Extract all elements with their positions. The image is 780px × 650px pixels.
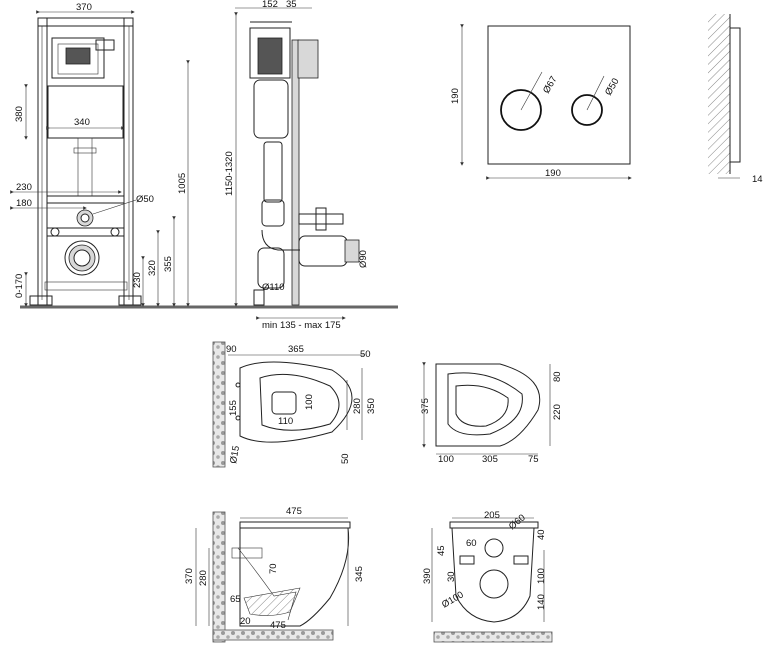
dim-seat-75: 75	[528, 454, 539, 465]
dim-btn-small: Ø50	[603, 76, 622, 97]
dim-plate-width: 190	[545, 168, 561, 179]
dim-pipe-d50: Ø50	[136, 194, 154, 205]
dim-h1005: 1005	[177, 173, 188, 194]
dim-back-140: 140	[536, 594, 547, 610]
dim-180: 180	[16, 198, 32, 209]
dim-h230: 230	[132, 272, 143, 288]
dim-side-depth-range: min 135 - max 175	[262, 320, 341, 331]
dim-top-365: 365	[288, 344, 304, 355]
dim-top-110: 110	[278, 416, 293, 427]
dim-side-top-475: 475	[286, 506, 302, 517]
dim-top-280: 280	[352, 398, 363, 414]
dim-back-30: 30	[446, 571, 457, 582]
dim-230: 230	[16, 182, 32, 193]
toilet-back-view: 205 Ø60 60 40 390 45 30 Ø100 100 140	[422, 510, 553, 643]
dim-side-height-range: 1150-1320	[224, 151, 235, 196]
dim-side-bottom-475: 475	[270, 620, 286, 631]
dim-h320: 320	[147, 260, 158, 276]
dim-seat-220: 220	[552, 404, 563, 420]
dim-back-d100: Ø100	[440, 589, 466, 610]
plate-side-view: 14	[708, 14, 763, 185]
dim-side-d110: Ø110	[262, 282, 285, 293]
dim-side-280: 280	[198, 570, 209, 586]
dim-top-350: 350	[366, 398, 377, 414]
flush-plate: Ø67 Ø50 190 190	[450, 24, 632, 180]
dim-plate-height: 190	[450, 88, 461, 104]
dim-seat-100: 100	[438, 454, 454, 465]
seat-top-view: 375 80 220 100 305 75	[420, 362, 563, 465]
dim-seat-375: 375	[420, 398, 431, 414]
dim-frame-380: 380	[14, 106, 25, 122]
dim-side-152: 152	[262, 0, 278, 10]
dim-side-35: 35	[286, 0, 297, 10]
dim-top-100: 100	[304, 394, 315, 410]
dim-back-d60: Ø60	[507, 512, 528, 532]
dim-tank-width: 340	[74, 117, 90, 128]
dim-side-d90: Ø90	[358, 250, 369, 268]
dim-top-50b: 50	[340, 453, 351, 464]
dim-top-50a: 50	[360, 349, 371, 360]
dim-top-90: 90	[226, 344, 237, 355]
dim-back-390: 390	[422, 568, 433, 584]
dim-seat-305: 305	[482, 454, 498, 465]
dim-side-370: 370	[184, 568, 195, 584]
dim-back-100: 100	[536, 568, 547, 584]
toilet-top-view: 90 365 50 155 Ø15 100 110 280 350 50	[212, 341, 377, 468]
frame-front-view	[29, 17, 142, 306]
dim-back-45: 45	[436, 545, 447, 556]
dim-floor-range: 0-170	[14, 274, 25, 298]
side-dimensions: 152 35 1150-1320 Ø110 Ø90 min 135 - max …	[224, 0, 369, 331]
toilet-side-view: 475 370 280 70 345 65 20 475	[184, 506, 365, 643]
dim-back-60: 60	[466, 538, 477, 549]
dim-side-65: 65	[230, 594, 241, 605]
dim-plate-thickness: 14	[752, 174, 763, 185]
dim-side-20: 20	[240, 616, 251, 627]
dim-frame-width: 370	[76, 2, 92, 13]
dim-side-70: 70	[268, 563, 279, 574]
dim-back-40: 40	[536, 529, 547, 540]
dim-seat-80: 80	[552, 371, 563, 382]
dim-h355: 355	[163, 256, 174, 272]
frame-dimensions: 370 380 340 230 180 Ø50 0-170 230 320 35…	[10, 2, 190, 307]
dim-top-155: 155	[228, 400, 239, 416]
dim-back-205: 205	[484, 510, 500, 521]
dim-side-345: 345	[354, 566, 365, 582]
dim-top-d15: Ø15	[228, 445, 242, 465]
dim-btn-large: Ø67	[541, 74, 560, 95]
frame-side-view	[249, 21, 360, 306]
